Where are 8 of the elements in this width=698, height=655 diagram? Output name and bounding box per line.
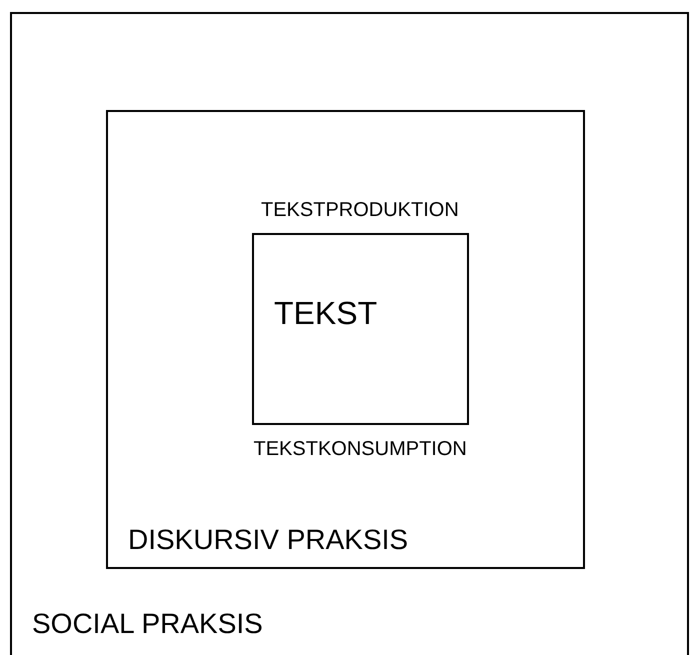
caption-label: TEKSTPRODUKTION	[261, 200, 459, 220]
box	[10, 12, 689, 655]
box	[106, 110, 585, 569]
box-label: DISKURSIV PRAKSIS	[128, 526, 408, 554]
box-label: SOCIAL PRAKSIS	[32, 610, 263, 638]
box-label: TEKST	[274, 297, 378, 329]
box	[252, 233, 469, 425]
caption-label: TEKSTKONSUMPTION	[254, 439, 467, 459]
